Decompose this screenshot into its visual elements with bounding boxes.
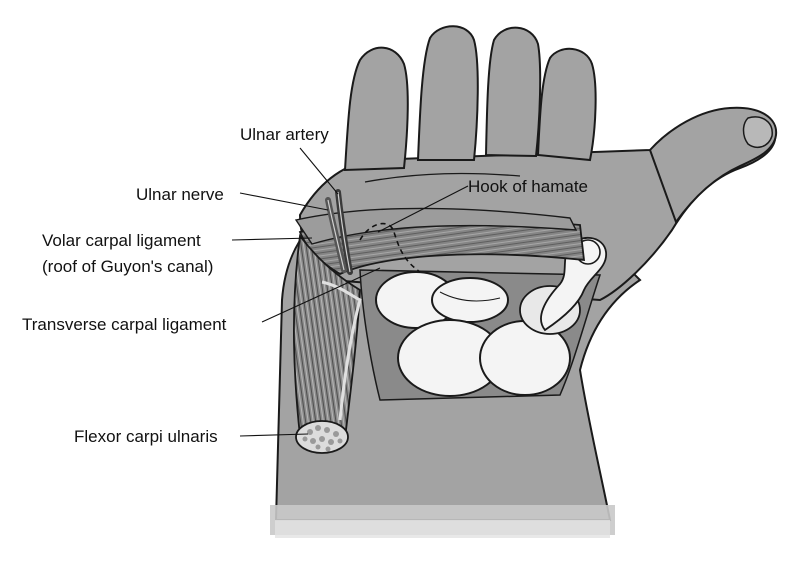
label-hook-of-hamate: Hook of hamate: [468, 177, 588, 196]
label-ulnar-nerve: Ulnar nerve: [136, 185, 224, 204]
label-flexor-carpi-ulnaris: Flexor carpi ulnaris: [74, 427, 218, 446]
leader-volar-carpal-ligament: [231, 237, 313, 241]
index-finger: [536, 48, 597, 162]
leader-ulnar-artery: [299, 147, 339, 195]
leader-ulnar-nerve: [239, 192, 329, 211]
ulnar-neurovascular-bundle: [325, 189, 353, 275]
volar-carpal-ligament-band: [294, 207, 578, 245]
thumbnail: [742, 116, 773, 149]
fcu-tendon-highlight: [321, 280, 362, 421]
leader-lines: [231, 147, 469, 437]
label-ulnar-artery: Ulnar artery: [240, 125, 329, 144]
label-transverse-carpal-ligament: Transverse carpal ligament: [22, 315, 227, 334]
fcu-cut-end-fibers: [302, 425, 343, 452]
hamate-bone: [431, 277, 509, 323]
leader-flexor-carpi-ulnaris: [239, 433, 309, 437]
leader-hook-of-hamate: [377, 185, 469, 233]
flexor-carpi-ulnaris-tendon: [293, 233, 362, 454]
little-finger: [343, 46, 409, 172]
carpal-bones: [359, 237, 607, 401]
label-volar-carpal-ligament: Volar carpal ligament: [42, 231, 201, 250]
labels: Ulnar artery Ulnar nerve Hook of hamate …: [22, 125, 588, 446]
palm-crease: [364, 172, 521, 183]
middle-finger: [484, 26, 542, 158]
bone-detail: [439, 291, 501, 302]
leader-transverse-carpal-ligament: [261, 267, 381, 323]
ring-finger: [416, 25, 479, 161]
label-volar-carpal-ligament-note: (roof of Guyon's canal): [42, 257, 213, 276]
